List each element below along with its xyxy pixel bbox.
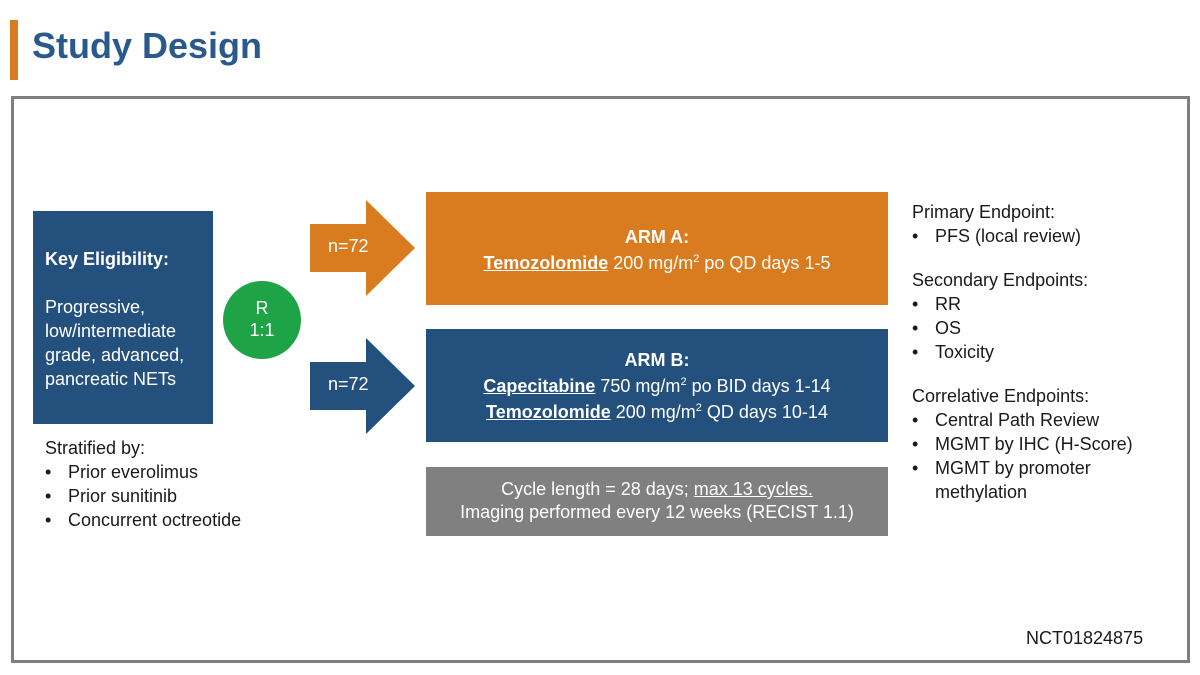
list-item: Toxicity <box>912 340 1182 364</box>
arm-b-n-label: n=72 <box>328 374 369 394</box>
eligibility-heading: Key Eligibility: <box>45 249 170 269</box>
arrow-arm-b: n=72 <box>310 338 415 434</box>
secondary-endpoint-list: RR OS Toxicity <box>912 292 1182 364</box>
arm-a-schedule: po QD days 1-5 <box>699 253 831 273</box>
arm-b-dose-1-sup: 2 <box>680 376 687 388</box>
arm-a-regimen: Temozolomide 200 mg/m2 po QD days 1-5 <box>426 248 888 274</box>
arm-b-schedule-2: QD days 10-14 <box>701 402 828 422</box>
eligibility-box: Key Eligibility: Progressive, low/interm… <box>33 211 213 424</box>
arm-b-regimen-2: Temozolomide 200 mg/m2 QD days 10-14 <box>426 397 888 423</box>
arm-a-n-label: n=72 <box>328 236 369 256</box>
cycle-line-1: Cycle length = 28 days; max 13 cycles. <box>426 478 888 501</box>
trial-id: NCT01824875 <box>1026 628 1144 648</box>
list-item: OS <box>912 316 1182 340</box>
stratification-section: Stratified by: Prior everolimus Prior su… <box>45 436 241 532</box>
title-accent-bar <box>10 20 18 80</box>
arm-b-box: ARM B: Capecitabine 750 mg/m2 po BID day… <box>426 329 888 442</box>
arm-b-schedule-1: po BID days 1-14 <box>686 376 831 396</box>
arm-a-drug: Temozolomide <box>483 253 609 273</box>
list-item: MGMT by IHC (H-Score) <box>912 432 1182 456</box>
arm-b-drug-2: Temozolomide <box>486 402 611 422</box>
arm-b-title: ARM B: <box>624 350 690 370</box>
correlative-endpoint-heading: Correlative Endpoints: <box>912 386 1090 406</box>
arm-a-box: ARM A: Temozolomide 200 mg/m2 po QD days… <box>426 192 888 305</box>
arm-b-regimen-1: Capecitabine 750 mg/m2 po BID days 1-14 <box>426 371 888 397</box>
arm-b-dose-2-sup: 2 <box>695 402 702 414</box>
primary-endpoint-group: Primary Endpoint: PFS (local review) <box>912 200 1182 248</box>
cycle-info-box: Cycle length = 28 days; max 13 cycles. I… <box>426 467 888 536</box>
cycle-length: Cycle length = 28 days; <box>501 479 694 499</box>
list-item: Prior sunitinib <box>45 484 241 508</box>
diagram-frame <box>11 96 1190 663</box>
randomization-label: R <box>255 298 269 318</box>
arrow-right-icon <box>310 338 415 434</box>
primary-endpoint-list: PFS (local review) <box>912 224 1182 248</box>
list-item: Prior everolimus <box>45 460 241 484</box>
secondary-endpoint-group: Secondary Endpoints: RR OS Toxicity <box>912 268 1182 364</box>
arm-b-drug-1: Capecitabine <box>483 376 596 396</box>
randomization-circle: R 1:1 <box>223 281 301 359</box>
cycle-max: max 13 cycles. <box>693 479 813 499</box>
endpoints-section: Primary Endpoint: PFS (local review) Sec… <box>912 200 1182 524</box>
list-item: RR <box>912 292 1182 316</box>
correlative-endpoint-list: Central Path Review MGMT by IHC (H-Score… <box>912 408 1182 504</box>
list-item: Concurrent octreotide <box>45 508 241 532</box>
arrow-right-icon <box>310 200 415 296</box>
arm-a-title: ARM A: <box>624 227 690 247</box>
arm-a-dose: 200 mg/m <box>608 253 694 273</box>
randomization-ratio: 1:1 <box>249 320 275 340</box>
eligibility-text: Progressive, low/intermediate grade, adv… <box>45 297 185 389</box>
arrow-arm-a: n=72 <box>310 200 415 296</box>
cycle-line-2: Imaging performed every 12 weeks (RECIST… <box>460 502 854 522</box>
list-item: PFS (local review) <box>912 224 1182 248</box>
correlative-endpoint-group: Correlative Endpoints: Central Path Revi… <box>912 384 1182 504</box>
secondary-endpoint-heading: Secondary Endpoints: <box>912 270 1089 290</box>
page-title: Study Design <box>32 25 263 66</box>
arm-b-dose-1: 750 mg/m <box>595 376 681 396</box>
arm-b-dose-2: 200 mg/m <box>610 402 696 422</box>
stratification-heading: Stratified by: <box>45 438 146 458</box>
stratification-list: Prior everolimus Prior sunitinib Concurr… <box>45 460 241 532</box>
list-item: Central Path Review <box>912 408 1182 432</box>
primary-endpoint-heading: Primary Endpoint: <box>912 202 1056 222</box>
list-item: MGMT by promoter methylation <box>912 456 1182 504</box>
arm-a-dose-sup: 2 <box>693 253 700 265</box>
